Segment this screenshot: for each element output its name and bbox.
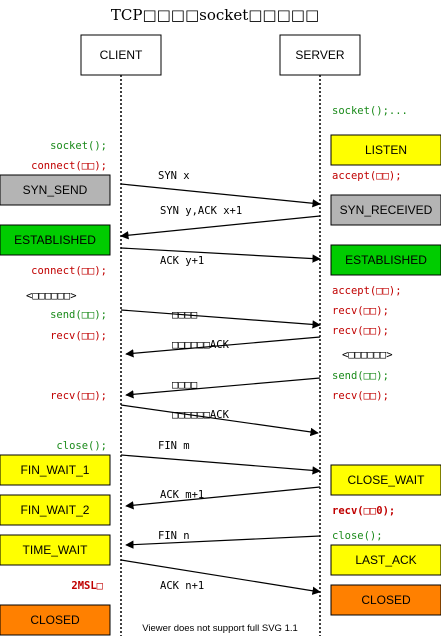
arrow-to-server xyxy=(120,247,321,263)
message-data-request: □□□□ xyxy=(120,309,321,329)
arrow-to-client xyxy=(125,486,321,510)
server-call-data-transfer-note: <□□□□□□> xyxy=(342,349,393,361)
server-header-box xyxy=(279,34,361,76)
client-header-box xyxy=(80,34,162,76)
message-label: ACK n+1 xyxy=(160,580,204,592)
state-label: TIME_WAIT xyxy=(23,543,89,557)
state-box xyxy=(0,224,111,256)
state-label: CLOSED xyxy=(361,593,411,607)
message-label: FIN m xyxy=(158,440,190,452)
client-call-recv-1: recv(□□); xyxy=(50,330,107,342)
client-call-close: close(); xyxy=(56,440,107,452)
client-state-closed: CLOSED xyxy=(0,604,111,636)
message-label: □□□□ xyxy=(172,309,198,321)
state-label: LISTEN xyxy=(365,143,407,157)
client-call-data-transfer-note: <□□□□□□> xyxy=(26,290,77,302)
client-call-connect-1: connect(□□); xyxy=(31,160,107,172)
server-state-closed: CLOSED xyxy=(330,584,441,616)
message-label: SYN x xyxy=(158,170,190,182)
message-data-reply-ack: □□□□□□ACK xyxy=(120,404,319,437)
message-label: ACK m+1 xyxy=(160,489,204,501)
arrow-to-server xyxy=(120,559,321,595)
state-box xyxy=(330,134,441,166)
server-call-recv-3: recv(□□); xyxy=(332,390,389,402)
client-call-recv-2: recv(□□); xyxy=(50,390,107,402)
arrow-to-server xyxy=(120,183,321,208)
arrow-to-server xyxy=(120,309,321,329)
state-box xyxy=(330,464,441,496)
message-label: ACK y+1 xyxy=(160,255,204,267)
server-call-accept-1: accept(□□); xyxy=(332,170,402,182)
arrow-to-client xyxy=(125,535,321,549)
state-label: SYN_RECEIVED xyxy=(340,203,433,217)
client-call-2msl: 2MSL□ xyxy=(71,580,103,592)
client-call-connect-2: connect(□□); xyxy=(31,265,107,277)
server-call-recv-zero: recv(□□0); xyxy=(332,505,395,517)
message-syn: SYN x xyxy=(120,170,321,208)
client-state-established: ESTABLISHED xyxy=(0,224,111,256)
server-call-recv-1: recv(□□); xyxy=(332,305,389,317)
client-state-fin-wait-2: FIN_WAIT_2 xyxy=(0,494,111,526)
server-state-established: ESTABLISHED xyxy=(330,244,441,276)
arrow-to-server xyxy=(120,404,319,437)
state-box xyxy=(330,544,441,576)
server-call-send: send(□□); xyxy=(332,370,389,382)
state-box xyxy=(330,194,441,226)
diagram-title: TCP□□□□socket□□□□□ xyxy=(111,6,319,24)
arrow-to-server xyxy=(120,454,321,475)
server-call-accept-2: accept(□□); xyxy=(332,285,402,297)
client-state-time-wait: TIME_WAIT xyxy=(0,534,111,566)
server-header-label: SERVER xyxy=(295,48,344,62)
state-box xyxy=(0,604,111,636)
state-box xyxy=(330,584,441,616)
message-ack: ACK y+1 xyxy=(120,247,321,267)
message-ack-m1: ACK m+1 xyxy=(125,486,321,510)
viewer-support-note: Viewer does not support full SVG 1.1 xyxy=(142,623,298,634)
state-box xyxy=(0,534,111,566)
state-label: CLOSED xyxy=(30,613,80,627)
state-label: FIN_WAIT_1 xyxy=(21,463,90,477)
server-call-socket: socket();... xyxy=(332,105,408,117)
client-call-send: send(□□); xyxy=(50,309,107,321)
state-box xyxy=(0,454,111,486)
state-label: ESTABLISHED xyxy=(345,253,427,267)
server-state-listen: LISTEN xyxy=(330,134,441,166)
message-label: □□□□□□ACK xyxy=(172,409,230,421)
arrow-to-client xyxy=(125,377,321,399)
state-label: LAST_ACK xyxy=(355,553,416,567)
client-header-label: CLIENT xyxy=(100,48,143,62)
server-call-close: close(); xyxy=(332,530,383,542)
state-box xyxy=(0,494,111,526)
message-label: FIN n xyxy=(158,530,190,542)
server-state-syn-received: SYN_RECEIVED xyxy=(330,194,441,226)
client-call-socket: socket(); xyxy=(50,140,107,152)
server-call-recv-2: recv(□□); xyxy=(332,325,389,337)
arrow-to-client xyxy=(125,336,321,358)
message-label: SYN y,ACK x+1 xyxy=(160,205,242,217)
server-state-close-wait: CLOSE_WAIT xyxy=(330,464,441,496)
message-fin-m: FIN m xyxy=(120,440,321,475)
message-syn-ack: SYN y,ACK x+1 xyxy=(120,205,321,240)
state-box xyxy=(330,244,441,276)
message-fin-n: FIN n xyxy=(125,530,321,549)
client-state-fin-wait-1: FIN_WAIT_1 xyxy=(0,454,111,486)
message-data-request-ack: □□□□□□ACK xyxy=(125,336,321,358)
server-state-last-ack: LAST_ACK xyxy=(330,544,441,576)
message-label: □□□□□□ACK xyxy=(172,339,230,351)
message-label: □□□□ xyxy=(172,379,198,391)
state-label: CLOSE_WAIT xyxy=(348,473,426,487)
message-ack-n1: ACK n+1 xyxy=(120,559,321,595)
arrow-to-client xyxy=(120,215,321,240)
state-label: ESTABLISHED xyxy=(14,233,96,247)
state-box xyxy=(0,174,111,206)
message-data-reply: □□□□ xyxy=(125,377,321,399)
state-label: SYN_SEND xyxy=(23,183,88,197)
client-state-syn-send: SYN_SEND xyxy=(0,174,111,206)
state-label: FIN_WAIT_2 xyxy=(21,503,90,517)
